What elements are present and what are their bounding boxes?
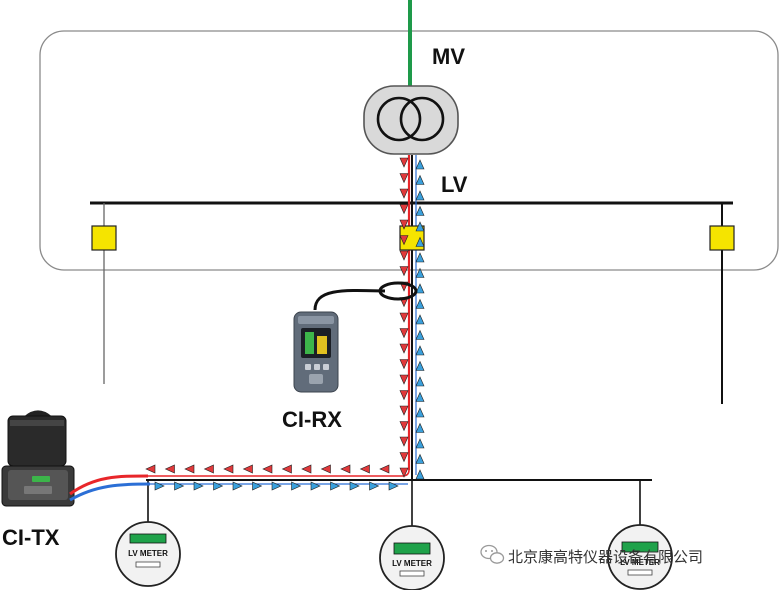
arrow-right-blue xyxy=(154,481,165,491)
arrow-left-red xyxy=(145,464,156,474)
arrow-left-red xyxy=(242,464,253,474)
lv-meter-1: LV METER xyxy=(115,521,181,587)
arrow-right-blue xyxy=(232,481,243,491)
arrow-up-blue xyxy=(415,159,425,170)
lv-meter-3: LV METER xyxy=(607,524,673,590)
current-clamp xyxy=(378,281,418,301)
arrow-up-blue xyxy=(415,221,425,232)
arrow-left-red xyxy=(184,464,195,474)
meter-label: LV METER xyxy=(392,559,432,568)
arrow-down-red xyxy=(399,235,409,246)
arrow-right-blue xyxy=(330,481,341,491)
arrow-down-red xyxy=(399,312,409,323)
signal-red-horizontal xyxy=(148,469,410,477)
arrow-up-blue xyxy=(415,267,425,278)
arrow-up-blue xyxy=(415,407,425,418)
fuse-left xyxy=(91,225,117,251)
arrow-down-red xyxy=(399,204,409,215)
arrow-up-blue xyxy=(415,190,425,201)
meter-label: LV METER xyxy=(128,549,168,558)
arrow-down-red xyxy=(399,405,409,416)
arrow-up-blue xyxy=(415,236,425,247)
arrow-down-red xyxy=(399,374,409,385)
watermark: 北京康高特仪器设备有限公司 xyxy=(480,544,703,566)
ci-rx-label: CI-RX xyxy=(282,407,342,432)
arrow-down-red xyxy=(399,467,409,478)
arrow-right-blue xyxy=(252,481,263,491)
test-lead-blue xyxy=(69,482,151,502)
arrow-left-red xyxy=(359,464,370,474)
arrow-right-blue xyxy=(213,481,224,491)
arrow-right-blue xyxy=(291,481,302,491)
arrow-up-blue xyxy=(415,453,425,464)
arrow-left-red xyxy=(164,464,175,474)
ci-tx-label: CI-TX xyxy=(2,525,60,550)
arrow-down-red xyxy=(399,266,409,277)
arrow-up-blue xyxy=(415,252,425,263)
arrow-down-red xyxy=(399,219,409,230)
arrow-right-blue xyxy=(388,481,399,491)
arrow-left-red xyxy=(203,464,214,474)
arrow-left-red xyxy=(340,464,351,474)
arrow-left-red xyxy=(262,464,273,474)
arrow-left-red xyxy=(379,464,390,474)
arrow-left-red xyxy=(320,464,331,474)
ci-tx-device xyxy=(1,410,75,507)
lv-label: LV xyxy=(441,172,468,197)
lv-meter-2: LV METER xyxy=(379,525,445,590)
wechat-icon xyxy=(480,544,505,564)
signal-arrows-blue-up xyxy=(415,159,425,480)
arrow-up-blue xyxy=(415,298,425,309)
arrow-up-blue xyxy=(415,422,425,433)
arrow-down-red xyxy=(399,390,409,401)
arrow-up-blue xyxy=(415,283,425,294)
arrow-up-blue xyxy=(415,391,425,402)
arrow-right-blue xyxy=(174,481,185,491)
arrow-down-red xyxy=(399,343,409,354)
arrow-down-red xyxy=(399,421,409,432)
signal-arrows-blue-right xyxy=(154,481,399,491)
arrow-left-red xyxy=(301,464,312,474)
test-lead-red xyxy=(69,474,149,496)
arrow-right-blue xyxy=(369,481,380,491)
arrow-up-blue xyxy=(415,329,425,340)
arrow-left-red xyxy=(281,464,292,474)
transformer-icon xyxy=(363,85,459,155)
fuse-right xyxy=(709,225,735,251)
arrow-right-blue xyxy=(349,481,360,491)
arrow-down-red xyxy=(399,250,409,261)
arrow-right-blue xyxy=(310,481,321,491)
meter-label: LV METER xyxy=(620,558,660,567)
arrow-down-red xyxy=(399,157,409,168)
arrow-up-blue xyxy=(415,438,425,449)
watermark-text: 北京康高特仪器设备有限公司 xyxy=(508,548,703,566)
arrow-down-red xyxy=(399,328,409,339)
arrow-up-blue xyxy=(415,469,425,480)
signal-arrows-red-left xyxy=(145,464,390,474)
clamp-lead xyxy=(313,288,386,311)
arrow-up-blue xyxy=(415,205,425,216)
arrow-down-red xyxy=(399,188,409,199)
ci-rx-device xyxy=(293,311,339,393)
mv-label: MV xyxy=(432,44,465,69)
arrow-right-blue xyxy=(271,481,282,491)
arrow-up-blue xyxy=(415,314,425,325)
arrow-up-blue xyxy=(415,376,425,387)
signal-arrows-red-down xyxy=(399,157,409,478)
arrow-down-red xyxy=(399,359,409,370)
arrow-up-blue xyxy=(415,174,425,185)
arrow-right-blue xyxy=(193,481,204,491)
arrow-left-red xyxy=(223,464,234,474)
arrow-down-red xyxy=(399,173,409,184)
arrow-down-red xyxy=(399,452,409,463)
arrow-up-blue xyxy=(415,360,425,371)
arrow-up-blue xyxy=(415,345,425,356)
arrow-down-red xyxy=(399,436,409,447)
